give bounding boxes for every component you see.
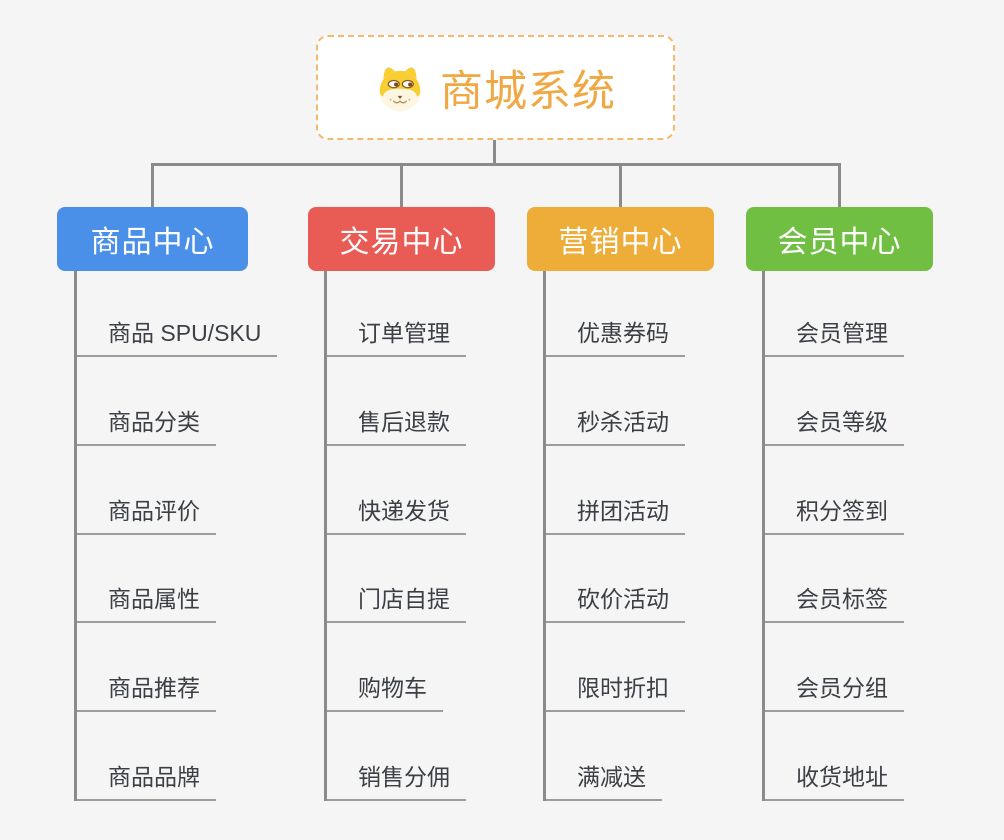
connector-root-stub [493,140,496,164]
leaf-node[interactable]: 会员标签 [765,580,904,623]
leaf-node[interactable]: 商品 SPU/SKU [77,314,278,357]
leaf-node[interactable]: 售后退款 [327,403,466,446]
leaf-node[interactable]: 优惠券码 [546,314,685,357]
branch-children-trade-center: 订单管理 售后退款 快递发货 门店自提 购物车 销售分佣 [324,271,466,801]
leaf-node[interactable]: 积分签到 [765,492,904,535]
connector-drop-trade [400,163,403,208]
branch-node-member-center[interactable]: 会员中心 [746,207,933,271]
connector-drop-marketing [619,163,622,208]
branch-node-marketing-center[interactable]: 营销中心 [527,207,714,271]
leaf-node[interactable]: 会员管理 [765,314,904,357]
leaf-node[interactable]: 拼团活动 [546,492,685,535]
leaf-node[interactable]: 订单管理 [327,314,466,357]
leaf-node[interactable]: 门店自提 [327,580,466,623]
branch-node-trade-center[interactable]: 交易中心 [308,207,495,271]
leaf-node[interactable]: 销售分佣 [327,758,466,801]
leaf-node[interactable]: 满减送 [546,758,662,801]
leaf-node[interactable]: 会员分组 [765,669,904,712]
root-node-title: 商城系统 [440,67,616,116]
shiba-dog-icon [379,66,421,111]
leaf-node[interactable]: 限时折扣 [546,669,685,712]
branch-node-product-center[interactable]: 商品中心 [57,207,248,271]
connector-drop-member [838,163,841,208]
branch-children-product-center: 商品 SPU/SKU 商品分类 商品评价 商品属性 商品推荐 商品品牌 [74,271,278,801]
leaf-node[interactable]: 快递发货 [327,492,466,535]
leaf-node[interactable]: 砍价活动 [546,580,685,623]
leaf-node[interactable]: 收货地址 [765,758,904,801]
leaf-node[interactable]: 商品推荐 [77,669,216,712]
leaf-node[interactable]: 秒杀活动 [546,403,685,446]
leaf-node[interactable]: 商品评价 [77,492,216,535]
branch-children-marketing-center: 优惠券码 秒杀活动 拼团活动 砍价活动 限时折扣 满减送 [543,271,685,801]
leaf-node[interactable]: 商品属性 [77,580,216,623]
leaf-node[interactable]: 商品品牌 [77,758,216,801]
root-node-mall-system[interactable]: 商城系统 [316,35,675,140]
leaf-node[interactable]: 会员等级 [765,403,904,446]
connector-trunk [151,163,841,166]
leaf-node[interactable]: 购物车 [327,669,443,712]
connector-drop-product [151,163,154,208]
branch-children-member-center: 会员管理 会员等级 积分签到 会员标签 会员分组 收货地址 [762,271,904,801]
leaf-node[interactable]: 商品分类 [77,403,216,446]
